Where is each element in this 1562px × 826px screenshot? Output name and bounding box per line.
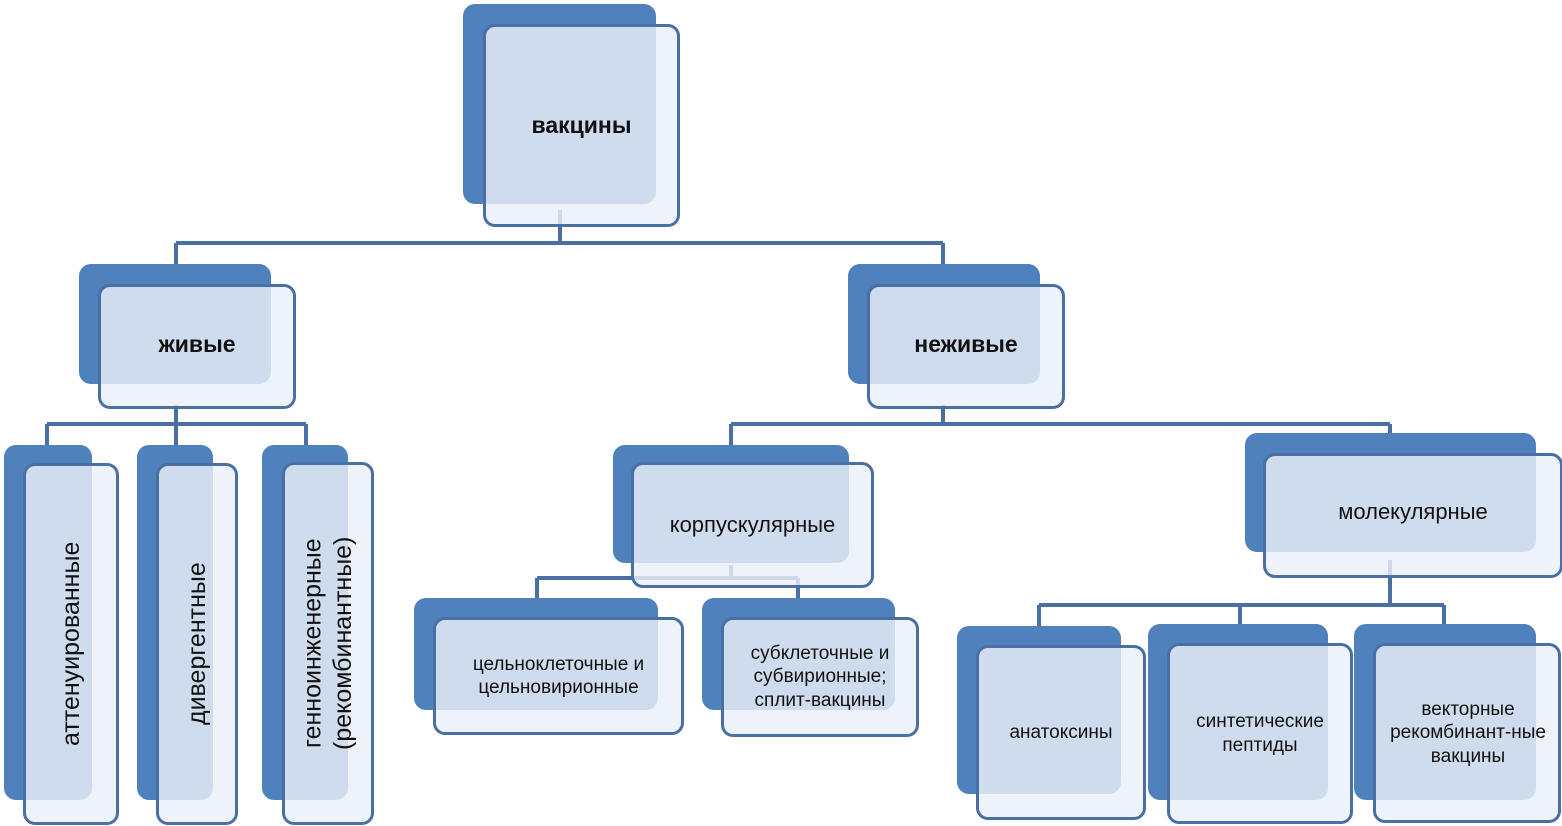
node-card: [721, 617, 919, 737]
node-label-vaccines: вакцины: [531, 112, 632, 139]
node-label-attenuated: аттенуированные: [56, 541, 85, 747]
node-card: [631, 462, 874, 588]
node-card: [156, 463, 238, 825]
node-label-molecular: молекулярные: [1338, 499, 1488, 525]
node-divergent: дивергентные: [137, 445, 238, 825]
node-label-divergent: дивергентные: [182, 562, 211, 726]
node-card: [1373, 643, 1561, 823]
node-label-synthetic-peptides: синтетические пептиды: [1196, 711, 1324, 756]
node-card: [1263, 453, 1562, 578]
node-synthetic-peptides: синтетические пептиды: [1148, 624, 1353, 824]
node-vaccines: вакцины: [463, 4, 680, 227]
node-label-vector-vaccines: векторные рекомбинант-ные вакцины: [1390, 699, 1546, 767]
connector-nonlive: [729, 405, 1392, 446]
node-card: [483, 24, 680, 227]
node-subcellular: субклеточные и субвирионные; сплит-вакци…: [702, 598, 919, 737]
node-card: [433, 617, 684, 735]
node-vector-vaccines: векторные рекомбинант-ные вакцины: [1354, 624, 1561, 823]
node-molecular: молекулярные: [1245, 433, 1562, 578]
node-attenuated: аттенуированные: [4, 445, 119, 825]
connector-molecular: [1037, 560, 1446, 627]
node-label-subcellular: субклеточные и субвирионные; сплит-вакци…: [750, 643, 890, 711]
node-whole-cell: цельноклеточные и цельновирионные: [414, 598, 684, 735]
node-corpuscular: корпускулярные: [613, 445, 874, 588]
node-live: живые: [79, 264, 296, 409]
node-genetically-engineered: генноинженерные (рекомбинантные): [262, 445, 374, 825]
node-card: [23, 463, 119, 825]
node-toxoids: анатоксины: [957, 626, 1146, 820]
node-card: [867, 284, 1065, 409]
node-label-genetically-engineered: генноинженерные (рекомбинантные): [298, 536, 358, 751]
node-card: [98, 284, 296, 409]
node-label-toxoids: анатоксины: [1009, 721, 1113, 743]
node-card: [282, 462, 374, 825]
node-label-whole-cell: цельноклеточные и цельновирионные: [472, 653, 645, 698]
node-label-corpuscular: корпускулярные: [669, 511, 836, 537]
node-nonlive: неживые: [848, 264, 1065, 409]
connector-live: [45, 405, 308, 446]
node-card: [976, 645, 1146, 820]
node-label-live: живые: [158, 330, 236, 357]
node-label-nonlive: неживые: [914, 330, 1018, 357]
node-card: [1167, 643, 1353, 824]
